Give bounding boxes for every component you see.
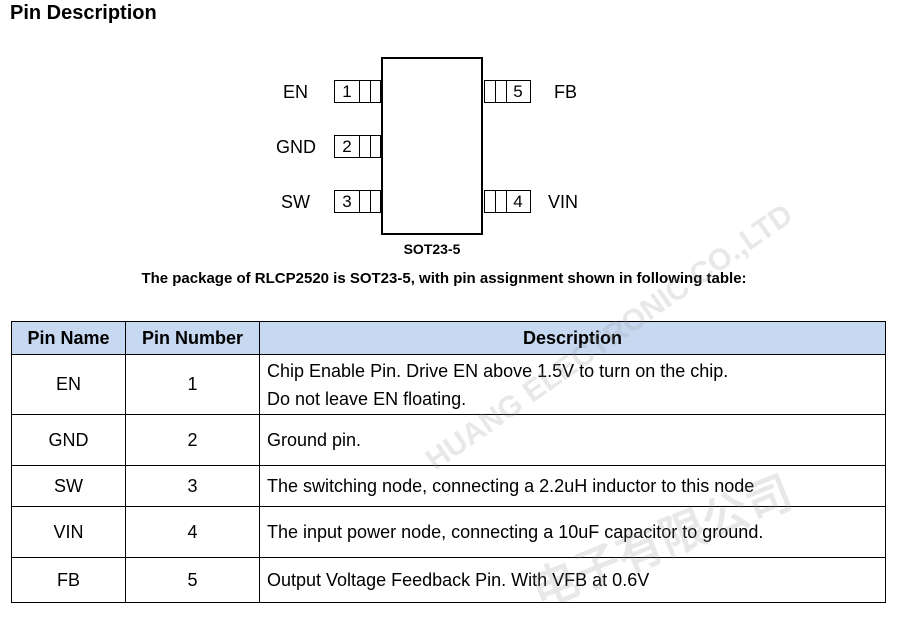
pin-3-label: SW xyxy=(281,192,310,212)
cell-description: The input power node, connecting a 10uF … xyxy=(259,506,886,558)
header-pin-number: Pin Number xyxy=(125,321,260,355)
cell-pin-number: 5 xyxy=(125,557,260,603)
cell-pin-number: 4 xyxy=(125,506,260,558)
cell-pin-number: 1 xyxy=(125,354,260,415)
description-line: Chip Enable Pin. Drive EN above 1.5V to … xyxy=(267,360,729,381)
cell-description: Chip Enable Pin. Drive EN above 1.5V to … xyxy=(259,354,886,415)
pin-1-box: 1 xyxy=(334,80,381,103)
pin-table: Pin Name Pin Number Description EN 1 Chi… xyxy=(11,321,886,603)
pin-5-number: 5 xyxy=(513,82,523,101)
header-pin-name: Pin Name xyxy=(11,321,126,355)
description-line: Do not leave EN floating. xyxy=(267,388,467,409)
pin-2-number: 2 xyxy=(342,137,352,156)
pin-5-label: FB xyxy=(554,82,578,102)
table-row: VIN 4 The input power node, connecting a… xyxy=(11,506,886,558)
pin-1-label: EN xyxy=(283,82,309,102)
cell-pin-number: 2 xyxy=(125,414,260,466)
package-body xyxy=(381,57,483,235)
pin-2-box: 2 xyxy=(334,135,381,158)
cell-pin-name: VIN xyxy=(11,506,126,558)
header-description: Description xyxy=(259,321,886,355)
section-title: Pin Description xyxy=(10,2,157,24)
pin-1-number: 1 xyxy=(342,82,352,101)
pin-4-box: 4 xyxy=(484,190,531,213)
table-row: SW 3 The switching node, connecting a 2.… xyxy=(11,465,886,507)
pin-4-number: 4 xyxy=(513,192,523,211)
package-caption: The package of RLCP2520 is SOT23-5, with… xyxy=(141,270,747,287)
pin-2-label: GND xyxy=(276,137,316,157)
table-row: FB 5 Output Voltage Feedback Pin. With V… xyxy=(11,557,886,603)
cell-pin-number: 3 xyxy=(125,465,260,507)
cell-pin-name: FB xyxy=(11,557,126,603)
cell-description: Output Voltage Feedback Pin. With VFB at… xyxy=(259,557,886,603)
pin-3-number: 3 xyxy=(342,192,352,211)
cell-pin-name: EN xyxy=(11,354,126,415)
pin-3-box: 3 xyxy=(334,190,381,213)
cell-description: Ground pin. xyxy=(259,414,886,466)
cell-pin-name: SW xyxy=(11,465,126,507)
table-row: GND 2 Ground pin. xyxy=(11,414,886,466)
pin-5-box: 5 xyxy=(484,80,531,103)
package-label: SOT23-5 xyxy=(403,241,461,257)
table-header-row: Pin Name Pin Number Description xyxy=(11,321,886,355)
table-row: EN 1 Chip Enable Pin. Drive EN above 1.5… xyxy=(11,354,886,415)
cell-description: The switching node, connecting a 2.2uH i… xyxy=(259,465,886,507)
cell-pin-name: GND xyxy=(11,414,126,466)
pin-4-label: VIN xyxy=(548,192,579,212)
